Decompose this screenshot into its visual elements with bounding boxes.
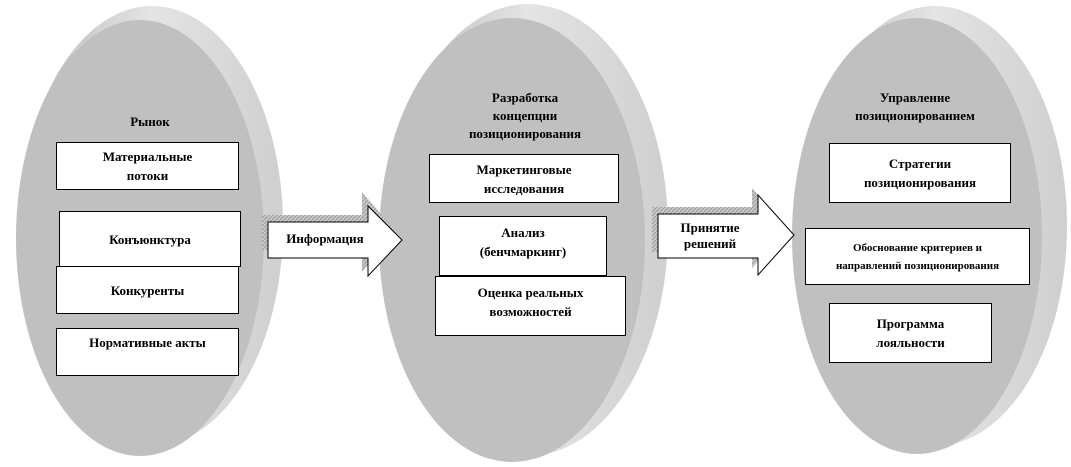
box-criteria-justification: Обоснование критериев и направлений пози… (805, 228, 1030, 285)
stage-title-concept: Разработка концепции позиционирования (468, 90, 582, 141)
box-real-capabilities: Оценка реальных возможностей (435, 276, 626, 336)
box-conjuncture: Конъюнктура (59, 211, 241, 267)
arrow-label-decisions: Принятие решений (680, 220, 740, 251)
arrow-information (262, 192, 403, 278)
box-competitors: Конкуренты (56, 266, 239, 314)
box-positioning-strategies: Стратегии позиционирования (829, 143, 1011, 203)
stage-title-management: Управление позиционированием (855, 90, 975, 123)
arrow-decisions (652, 188, 795, 277)
arrow-label-information: Информация (286, 231, 364, 246)
box-regulatory-acts: Нормативные акты (56, 328, 239, 376)
box-marketing-research: Маркетинговые исследования (429, 154, 619, 203)
box-material-flows: Материальные потоки (56, 142, 239, 190)
box-loyalty-program: Программа лояльности (829, 303, 992, 363)
stage-title-market: Рынок (130, 114, 170, 129)
box-benchmarking: Анализ (бенчмаркинг) (439, 216, 607, 276)
